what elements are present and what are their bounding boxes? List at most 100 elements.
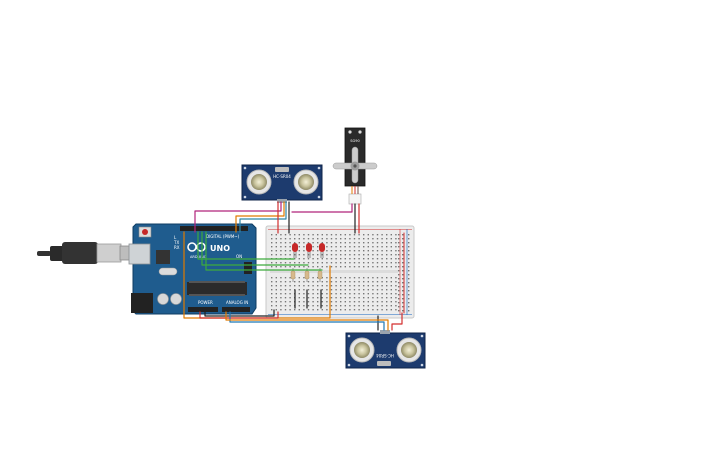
breadboard-hole[interactable] xyxy=(390,234,392,236)
breadboard-hole[interactable] xyxy=(381,285,383,287)
breadboard-hole[interactable] xyxy=(402,274,404,276)
breadboard-hole[interactable] xyxy=(326,277,328,279)
breadboard-hole[interactable] xyxy=(294,234,296,236)
breadboard-hole[interactable] xyxy=(402,238,404,240)
breadboard-hole[interactable] xyxy=(358,242,360,244)
breadboard-hole[interactable] xyxy=(386,309,388,311)
breadboard-hole[interactable] xyxy=(307,301,310,303)
breadboard-hole[interactable] xyxy=(349,242,351,244)
breadboard-hole[interactable] xyxy=(280,277,282,279)
breadboard-hole[interactable] xyxy=(275,301,277,303)
breadboard-hole[interactable] xyxy=(349,289,351,291)
breadboard-hole[interactable] xyxy=(402,242,404,244)
breadboard-hole[interactable] xyxy=(335,234,337,236)
breadboard-hole[interactable] xyxy=(275,285,277,287)
breadboard-hole[interactable] xyxy=(307,238,310,240)
breadboard-hole[interactable] xyxy=(312,293,314,295)
breadboard-hole[interactable] xyxy=(284,262,287,264)
breadboard-hole[interactable] xyxy=(340,242,342,244)
breadboard-hole[interactable] xyxy=(390,277,392,279)
breadboard-hole[interactable] xyxy=(363,262,365,264)
breadboard-hole[interactable] xyxy=(326,246,328,248)
breadboard-hole[interactable] xyxy=(363,234,365,236)
breadboard-hole[interactable] xyxy=(398,278,400,280)
breadboard-hole[interactable] xyxy=(280,266,282,268)
breadboard-hole[interactable] xyxy=(358,305,360,307)
breadboard-hole[interactable] xyxy=(303,242,305,244)
breadboard-hole[interactable] xyxy=(344,266,346,268)
breadboard-hole[interactable] xyxy=(395,297,397,299)
breadboard-hole[interactable] xyxy=(294,281,296,283)
breadboard-hole[interactable] xyxy=(408,278,410,280)
breadboard-hole[interactable] xyxy=(358,246,360,248)
breadboard-hole[interactable] xyxy=(381,277,383,279)
breadboard-hole[interactable] xyxy=(344,262,346,264)
breadboard-hole[interactable] xyxy=(358,254,360,256)
breadboard-hole[interactable] xyxy=(390,301,392,303)
breadboard-hole[interactable] xyxy=(367,234,369,236)
breadboard-hole[interactable] xyxy=(284,277,287,279)
breadboard-hole[interactable] xyxy=(395,262,397,264)
breadboard-hole[interactable] xyxy=(367,254,369,256)
breadboard-hole[interactable] xyxy=(367,285,369,287)
breadboard-hole[interactable] xyxy=(307,234,310,236)
led-1[interactable] xyxy=(292,243,298,258)
breadboard-hole[interactable] xyxy=(330,242,333,244)
breadboard-hole[interactable] xyxy=(271,246,273,248)
breadboard-hole[interactable] xyxy=(344,297,346,299)
breadboard-hole[interactable] xyxy=(284,238,287,240)
breadboard-hole[interactable] xyxy=(275,250,277,252)
breadboard-hole[interactable] xyxy=(298,238,300,240)
breadboard[interactable] xyxy=(265,225,415,319)
breadboard-hole[interactable] xyxy=(402,306,404,308)
breadboard-hole[interactable] xyxy=(367,297,369,299)
breadboard-hole[interactable] xyxy=(376,285,379,287)
breadboard-hole[interactable] xyxy=(367,246,369,248)
breadboard-hole[interactable] xyxy=(398,298,400,300)
breadboard-hole[interactable] xyxy=(372,281,374,283)
breadboard-hole[interactable] xyxy=(402,250,404,252)
resistor-3[interactable] xyxy=(317,268,323,282)
breadboard-hole[interactable] xyxy=(386,285,388,287)
breadboard-hole[interactable] xyxy=(408,282,410,284)
breadboard-hole[interactable] xyxy=(353,234,356,236)
breadboard-hole[interactable] xyxy=(376,238,379,240)
breadboard-hole[interactable] xyxy=(321,297,323,299)
breadboard-hole[interactable] xyxy=(321,289,323,291)
breadboard-hole[interactable] xyxy=(275,234,277,236)
breadboard-hole[interactable] xyxy=(408,286,410,288)
breadboard-hole[interactable] xyxy=(349,281,351,283)
breadboard-hole[interactable] xyxy=(289,266,291,268)
breadboard-hole[interactable] xyxy=(408,310,410,312)
breadboard-hole[interactable] xyxy=(344,234,346,236)
breadboard-hole[interactable] xyxy=(372,250,374,252)
breadboard-hole[interactable] xyxy=(353,277,356,279)
breadboard-hole[interactable] xyxy=(381,309,383,311)
breadboard-hole[interactable] xyxy=(358,266,360,268)
breadboard-hole[interactable] xyxy=(312,262,314,264)
breadboard-hole[interactable] xyxy=(275,297,277,299)
breadboard-hole[interactable] xyxy=(395,266,397,268)
breadboard-hole[interactable] xyxy=(367,242,369,244)
breadboard-hole[interactable] xyxy=(381,289,383,291)
breadboard-hole[interactable] xyxy=(317,242,319,244)
breadboard-hole[interactable] xyxy=(408,274,410,276)
breadboard-hole[interactable] xyxy=(372,293,374,295)
breadboard-hole[interactable] xyxy=(353,305,356,307)
breadboard-hole[interactable] xyxy=(372,234,374,236)
breadboard-hole[interactable] xyxy=(390,262,392,264)
breadboard-hole[interactable] xyxy=(307,293,310,295)
breadboard-hole[interactable] xyxy=(344,309,346,311)
breadboard-hole[interactable] xyxy=(312,238,314,240)
breadboard-hole[interactable] xyxy=(402,262,404,264)
breadboard-hole[interactable] xyxy=(335,297,337,299)
breadboard-hole[interactable] xyxy=(363,254,365,256)
breadboard-hole[interactable] xyxy=(280,309,282,311)
breadboard-hole[interactable] xyxy=(335,281,337,283)
breadboard-hole[interactable] xyxy=(386,277,388,279)
breadboard-hole[interactable] xyxy=(271,281,273,283)
breadboard-hole[interactable] xyxy=(408,290,410,292)
breadboard-hole[interactable] xyxy=(390,246,392,248)
breadboard-hole[interactable] xyxy=(303,238,305,240)
breadboard-hole[interactable] xyxy=(321,293,323,295)
